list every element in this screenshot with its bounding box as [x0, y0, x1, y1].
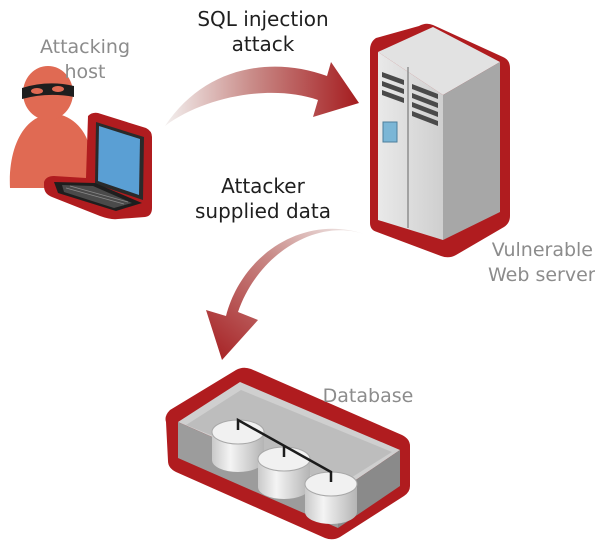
server-icon	[370, 23, 510, 258]
vulnerable-server-line-1: Vulnerable	[491, 239, 593, 261]
attacking-host-line-1: Attacking	[39, 36, 131, 58]
sql-injection-line-2: attack	[231, 32, 295, 56]
vulnerable-server-label: Vulnerable Web server	[488, 238, 595, 288]
attacking-host-line-2: host	[64, 61, 106, 83]
attacker-supplied-line-2: supplied data	[194, 199, 331, 223]
vulnerable-server-line-2: Web server	[488, 264, 595, 286]
attacking-host-label: Attacking host	[30, 35, 140, 85]
sql-injection-line-1: SQL injection	[197, 7, 329, 31]
arrow-icon	[206, 228, 364, 360]
sql-injection-label: SQL injection attack	[178, 7, 348, 57]
attacker-supplied-label: Attacker supplied data	[178, 174, 348, 224]
attacker-supplied-line-1: Attacker	[221, 174, 305, 198]
database-label: Database	[322, 385, 414, 407]
hacker-icon	[9, 66, 96, 188]
database-icon	[165, 367, 410, 540]
laptop-icon	[44, 112, 152, 220]
arrow-icon	[165, 62, 359, 126]
